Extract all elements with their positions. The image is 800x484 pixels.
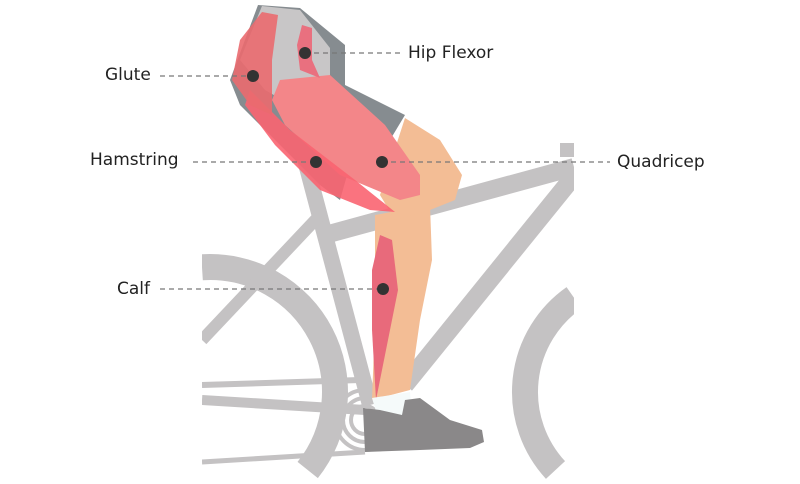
hip-flexor-label: Hip Flexor	[408, 43, 494, 63]
glute-dot	[247, 70, 259, 82]
hamstring-dot	[310, 156, 322, 168]
down-tube	[398, 170, 574, 391]
glute-muscle	[232, 12, 278, 115]
shoe	[363, 398, 484, 452]
hamstring-label: Hamstring	[90, 150, 179, 170]
chain-stay-top	[202, 377, 361, 388]
marker-dots	[247, 47, 389, 295]
seat-stay	[202, 210, 325, 345]
calf-muscle	[372, 235, 398, 400]
quadricep-muscle	[272, 75, 420, 200]
quadricep-dot	[376, 156, 388, 168]
hip-flexor-dot	[299, 47, 311, 59]
leader-lines	[160, 52, 610, 290]
front-wheel	[512, 287, 574, 479]
glute-label: Glute	[105, 65, 151, 85]
chain-bottom	[202, 449, 366, 465]
leg	[230, 5, 484, 452]
calf-label: Calf	[117, 279, 150, 299]
rear-wheel	[202, 254, 348, 479]
seat-tube	[297, 157, 378, 408]
quadricep-label: Quadricep	[617, 152, 705, 172]
calf-dot	[377, 283, 389, 295]
